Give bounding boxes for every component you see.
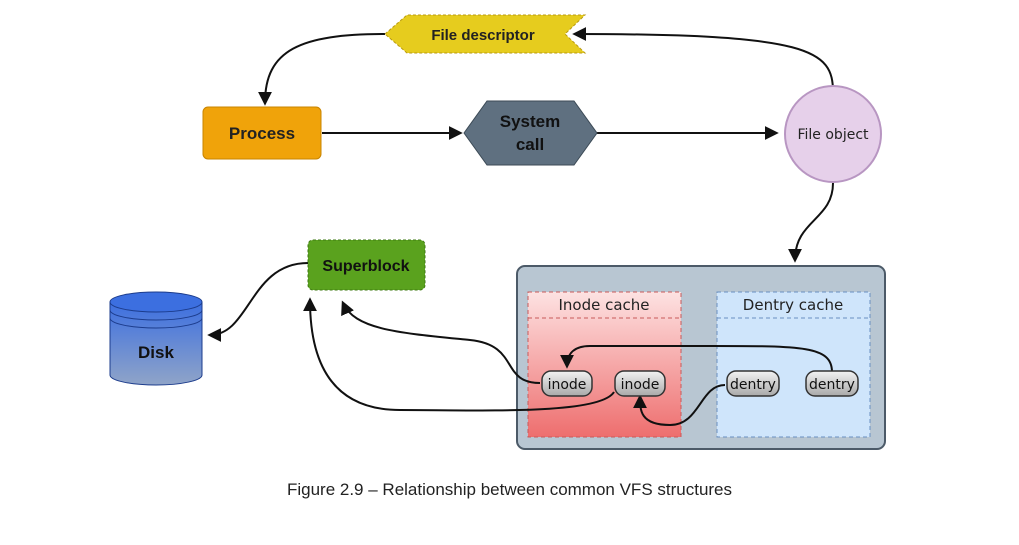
dentry-pill-2: dentry xyxy=(805,370,859,397)
dentry-pill-2-label: dentry xyxy=(809,377,855,393)
dentry-pill-1-label: dentry xyxy=(730,377,776,393)
dentry-cache: Dentry cache xyxy=(716,291,871,438)
file-descriptor-node: File descriptor xyxy=(384,14,587,54)
system-call-node: System call xyxy=(463,100,598,166)
process-label: Process xyxy=(229,124,295,143)
inode-cache-label: Inode cache xyxy=(558,296,649,314)
dentry-pill-1: dentry xyxy=(726,370,780,397)
edge-descriptor-to-process xyxy=(258,33,386,106)
superblock-label: Superblock xyxy=(322,258,409,275)
inode-pill-2-label: inode xyxy=(621,377,660,393)
inode-pill-1-label: inode xyxy=(548,377,587,393)
dentry-cache-label: Dentry cache xyxy=(743,296,843,314)
superblock-node: Superblock xyxy=(307,239,426,291)
process-node: Process xyxy=(202,106,322,160)
system-call-label-line1: System xyxy=(500,112,560,131)
file-descriptor-label: File descriptor xyxy=(431,27,535,44)
edge-dentry1-to-inode2 xyxy=(633,384,726,427)
edge-dentry2-to-inode1 xyxy=(560,344,833,373)
system-call-label-line2: call xyxy=(516,135,544,154)
inode-cache: Inode cache xyxy=(527,291,682,438)
edge-inode1-to-superblock xyxy=(341,300,541,384)
edge-superblock-to-disk xyxy=(207,262,309,342)
edge-inode2-to-superblock xyxy=(303,297,615,412)
edge-fileobject-to-container xyxy=(788,182,834,263)
file-object-node: File object xyxy=(784,85,882,183)
disk-node: Disk xyxy=(109,291,203,386)
inode-pill-1: inode xyxy=(541,370,593,397)
inode-pill-2: inode xyxy=(614,370,666,397)
figure-caption: Figure 2.9 – Relationship between common… xyxy=(286,480,733,499)
disk-label: Disk xyxy=(138,343,174,362)
edge-fileobject-to-descriptor xyxy=(572,27,834,93)
file-object-label: File object xyxy=(797,127,869,143)
